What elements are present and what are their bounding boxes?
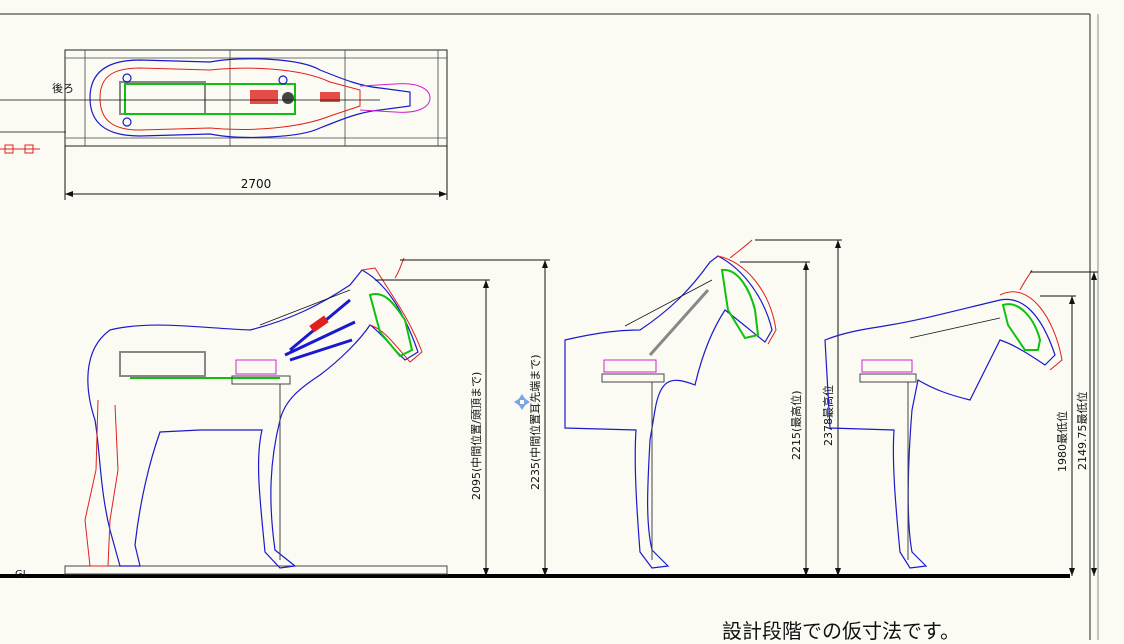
move-handle-icon[interactable]	[514, 394, 530, 410]
side-view-middle: 2095(中間位置/頭頂まで) 2235(中間位置耳先端まで)	[84, 257, 550, 576]
rear-label: 後ろ	[52, 81, 74, 95]
dim-middle-head-top: 2095(中間位置/頭頂まで)	[469, 372, 483, 500]
dim-highest-1: 2215(最高位)	[789, 390, 803, 460]
base-plate	[64, 565, 448, 575]
design-note: 設計段階での仮寸法です。	[722, 619, 960, 640]
dim-highest-2: 2378最高位	[821, 385, 835, 446]
top-view: 後ろ 2700	[0, 49, 448, 200]
top-width-dimension: 2700	[241, 177, 272, 191]
side-view-lowest: 1980最低位 2149.75最低位	[824, 269, 1098, 576]
dim-lowest-2: 2149.75最低位	[1075, 392, 1089, 471]
dim-lowest-1: 1980最低位	[1055, 411, 1069, 472]
side-view-highest: 2215(最高位) 2378最高位	[564, 239, 842, 576]
dim-middle-ear-tip: 2235(中間位置耳先端まで)	[528, 354, 542, 490]
ground-label: GL	[15, 569, 29, 580]
top-view-frame	[64, 49, 448, 147]
